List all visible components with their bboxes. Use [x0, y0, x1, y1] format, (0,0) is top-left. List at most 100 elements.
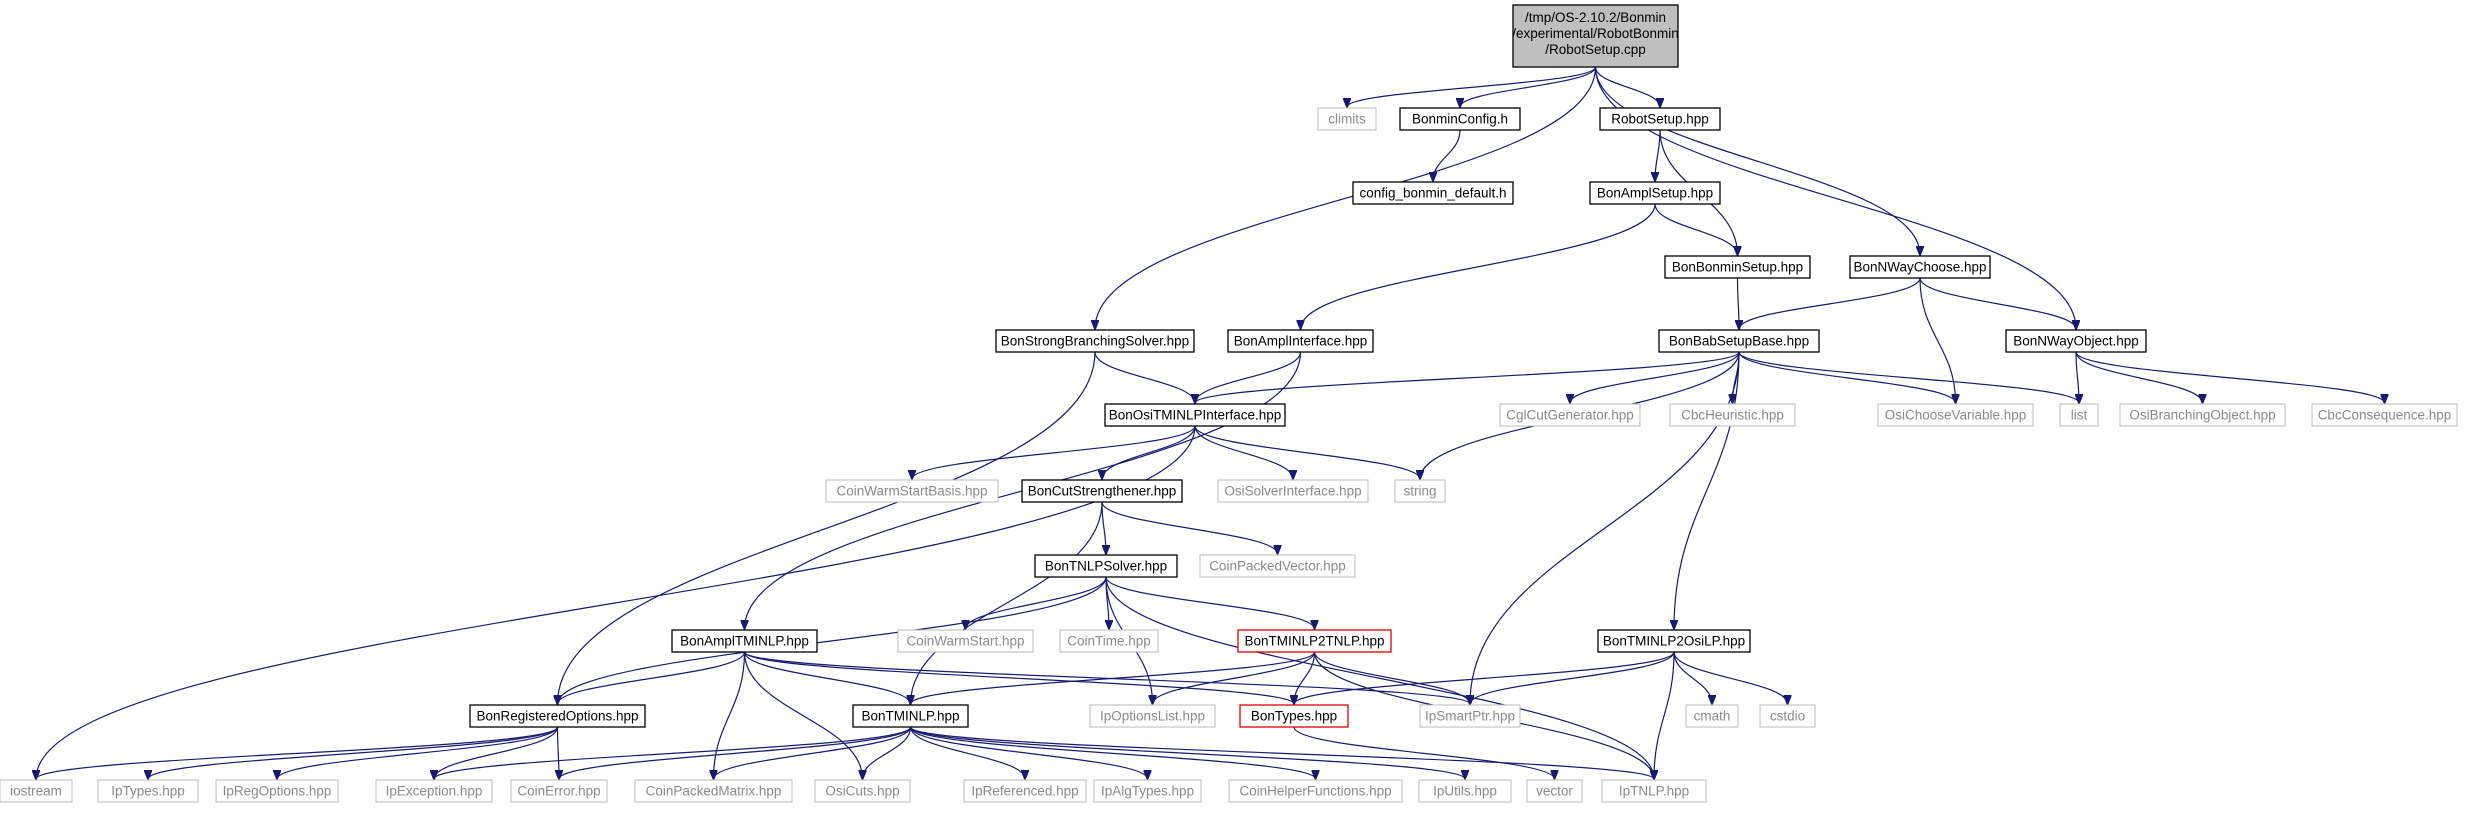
node-osibranching[interactable]: OsiBranchingObject.hpp — [2119, 403, 2286, 427]
node-label-cointime: CoinTime.hpp — [1067, 634, 1151, 649]
node-tnlpsolver[interactable]: BonTNLPSolver.hpp — [1034, 554, 1178, 578]
node-label-ipregoptions: IpRegOptions.hpp — [223, 784, 332, 799]
edge-babsetupbase-to-list — [1738, 351, 2079, 403]
node-coinerror[interactable]: CoinError.hpp — [510, 779, 608, 803]
edge-tminlp-to-coinerror — [559, 726, 912, 779]
node-vector[interactable]: vector — [1526, 779, 1583, 803]
node-label-cmath: cmath — [1694, 709, 1731, 724]
node-strongbranch[interactable]: BonStrongBranchingSolver.hpp — [995, 329, 1195, 353]
edge-nwaychoose-to-babsetupbase — [1739, 277, 1921, 329]
node-bonminsetup[interactable]: BonBonminSetup.hpp — [1664, 255, 1811, 279]
node-tminlp[interactable]: BonTMINLP.hpp — [852, 704, 969, 728]
edge-robotsetup-to-amplsetup — [1655, 129, 1661, 181]
edge-ampltminlp-to-coinpackedmatrix — [714, 651, 746, 779]
node-cglcut[interactable]: CglCutGenerator.hpp — [1499, 403, 1641, 427]
node-ipexception[interactable]: IpException.hpp — [375, 779, 493, 803]
node-ipsmartptr[interactable]: IpSmartPtr.hpp — [1419, 704, 1521, 728]
node-label-bonminconfig: BonminConfig.h — [1412, 112, 1508, 127]
node-nwayobject[interactable]: BonNWayObject.hpp — [2005, 329, 2147, 353]
edge-tminlp2osilp-to-ipsmartptr — [1470, 651, 1675, 704]
node-label-ipalgtypes: IpAlgTypes.hpp — [1101, 784, 1194, 799]
node-configdefault[interactable]: config_bonmin_default.h — [1352, 181, 1514, 205]
node-osichoose[interactable]: OsiChooseVariable.hpp — [1877, 403, 2034, 427]
node-label-robotsetup: RobotSetup.hpp — [1611, 112, 1709, 127]
edge-cutstrength-to-tnlpsolver — [1101, 501, 1106, 554]
edge-babsetupbase-to-tminlp2osilp — [1674, 351, 1740, 629]
node-ipregoptions[interactable]: IpRegOptions.hpp — [215, 779, 339, 803]
edge-tminlp-to-coinhelper — [909, 726, 1316, 779]
node-label-ipexception: IpException.hpp — [386, 784, 483, 799]
node-string[interactable]: string — [1394, 479, 1446, 503]
node-regoptions[interactable]: BonRegisteredOptions.hpp — [469, 704, 646, 728]
node-coinhelper[interactable]: CoinHelperFunctions.hpp — [1228, 779, 1403, 803]
node-iputils[interactable]: IpUtils.hpp — [1418, 779, 1512, 803]
node-osisolver[interactable]: OsiSolverInterface.hpp — [1217, 479, 1369, 503]
node-iptnlp[interactable]: IpTNLP.hpp — [1601, 779, 1707, 803]
edge-ampltminlp-to-ipsmartptr — [743, 651, 1471, 704]
node-iptypes[interactable]: IpTypes.hpp — [97, 779, 199, 803]
edge-nwayobject-to-list — [2076, 351, 2079, 403]
edge-root-to-nwaychoose — [1594, 66, 1921, 255]
node-coinwarmstart[interactable]: CoinWarmStart.hpp — [897, 629, 1034, 653]
edge-ampltminlp-to-tminlp — [743, 651, 911, 704]
node-label-coinpackedmatrix: CoinPackedMatrix.hpp — [646, 784, 782, 799]
node-label-bontypes: BonTypes.hpp — [1251, 709, 1337, 724]
node-ampltminlp[interactable]: BonAmplTMINLP.hpp — [671, 629, 818, 653]
node-cstdio[interactable]: cstdio — [1759, 704, 1816, 728]
root-label-line: /experimental/RobotBonmin — [1512, 26, 1679, 41]
edge-root-to-climits — [1347, 66, 1597, 107]
edge-tminlp-to-ipexception — [434, 726, 912, 779]
edge-tminlp-to-iptnlp — [909, 726, 1655, 779]
edge-tminlp-to-coinpackedmatrix — [714, 726, 912, 779]
node-label-coinhelper: CoinHelperFunctions.hpp — [1239, 784, 1391, 799]
node-label-ipsmartptr: IpSmartPtr.hpp — [1425, 709, 1515, 724]
node-cbcconseq[interactable]: CbcConsequence.hpp — [2311, 403, 2458, 427]
node-bontypes[interactable]: BonTypes.hpp — [1239, 704, 1349, 728]
node-label-babsetupbase: BonBabSetupBase.hpp — [1669, 334, 1809, 349]
node-bonminconfig[interactable]: BonminConfig.h — [1399, 107, 1521, 131]
node-iostream[interactable]: iostream — [0, 779, 73, 803]
node-robotsetup[interactable]: RobotSetup.hpp — [1599, 107, 1721, 131]
node-amplsetup[interactable]: BonAmplSetup.hpp — [1589, 181, 1721, 205]
root-label-line: /RobotSetup.cpp — [1545, 42, 1646, 57]
edge-babsetupbase-to-osichoose — [1738, 351, 1956, 403]
node-label-iputils: IpUtils.hpp — [1433, 784, 1497, 799]
edge-regoptions-to-iostream — [36, 726, 559, 779]
node-root[interactable]: /tmp/OS-2.10.2/Bonmin/experimental/Robot… — [1512, 4, 1679, 68]
node-list[interactable]: list — [2059, 403, 2099, 427]
edge-root-to-bonminconfig — [1460, 66, 1597, 107]
node-ipalgtypes[interactable]: IpAlgTypes.hpp — [1093, 779, 1202, 803]
node-label-nwaychoose: BonNWayChoose.hpp — [1853, 260, 1986, 275]
node-label-osisolver: OsiSolverInterface.hpp — [1224, 484, 1361, 499]
node-cbcheur[interactable]: CbcHeuristic.hpp — [1669, 403, 1796, 427]
node-cmath[interactable]: cmath — [1685, 704, 1739, 728]
node-tminlp2osilp[interactable]: BonTMINLP2OsiLP.hpp — [1597, 629, 1751, 653]
node-coinpackedmatrix[interactable]: CoinPackedMatrix.hpp — [634, 779, 793, 803]
edge-regoptions-to-coinerror — [558, 726, 560, 779]
edge-tminlp2tnlp-to-ipsmartptr — [1313, 651, 1471, 704]
node-ipoptionslist[interactable]: IpOptionsList.hpp — [1089, 704, 1216, 728]
node-tminlp2tnlp[interactable]: BonTMINLP2TNLP.hpp — [1237, 629, 1392, 653]
node-label-ositminlp: BonOsiTMINLPInterface.hpp — [1109, 408, 1282, 423]
node-label-coinwarmbasis: CoinWarmStartBasis.hpp — [836, 484, 987, 499]
node-coinwarmbasis[interactable]: CoinWarmStartBasis.hpp — [825, 479, 999, 503]
edge-strongbranch-to-ositminlp — [1094, 351, 1195, 403]
node-label-bonminsetup: BonBonminSetup.hpp — [1672, 260, 1803, 275]
edge-bontypes-to-vector — [1293, 726, 1555, 779]
edge-tminlp-to-osicuts — [863, 726, 912, 779]
node-ipreferenced[interactable]: IpReferenced.hpp — [963, 779, 1087, 803]
node-cutstrength[interactable]: BonCutStrengthener.hpp — [1021, 479, 1183, 503]
node-cointime[interactable]: CoinTime.hpp — [1059, 629, 1159, 653]
node-coinpackedvector[interactable]: CoinPackedVector.hpp — [1199, 554, 1356, 578]
node-climits[interactable]: climits — [1317, 107, 1377, 131]
node-label-tminlp: BonTMINLP.hpp — [861, 709, 959, 724]
node-osicuts[interactable]: OsiCuts.hpp — [814, 779, 911, 803]
node-label-amplinterface: BonAmplInterface.hpp — [1234, 334, 1368, 349]
node-ositminlp[interactable]: BonOsiTMINLPInterface.hpp — [1104, 403, 1286, 427]
node-label-iptypes: IpTypes.hpp — [111, 784, 185, 799]
node-nwaychoose[interactable]: BonNWayChoose.hpp — [1849, 255, 1991, 279]
node-label-coinerror: CoinError.hpp — [517, 784, 600, 799]
node-babsetupbase[interactable]: BonBabSetupBase.hpp — [1658, 329, 1820, 353]
node-amplinterface[interactable]: BonAmplInterface.hpp — [1227, 329, 1374, 353]
